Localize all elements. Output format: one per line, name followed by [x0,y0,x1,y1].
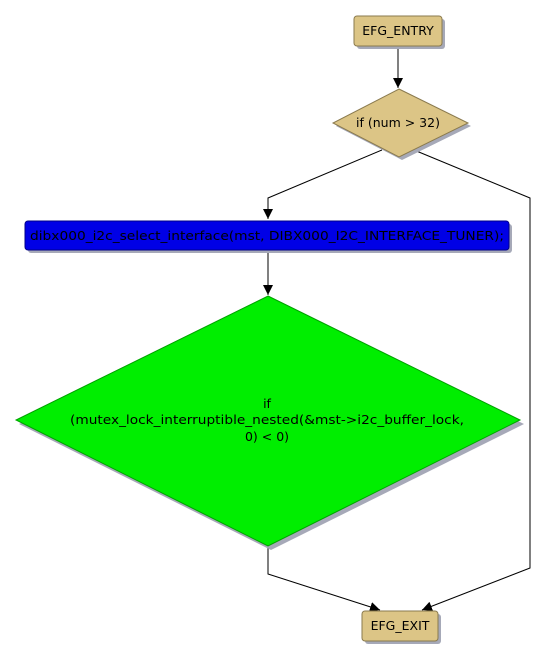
select-interface-node-label: dibx000_i2c_select_interface(mst, DIBX00… [30,228,504,243]
condition-mutex-node-diamond [14,295,522,547]
condition-mutex-node-line-3: 0) < 0) [245,429,289,444]
edge-condition-num-to-exit [413,149,531,612]
select-interface-node: dibx000_i2c_select_interface(mst, DIBX00… [24,220,512,253]
exit-node-label: EFG_EXIT [371,618,430,633]
exit-node-box [361,610,439,642]
edge-condition-mutex-to-exit [267,546,381,612]
entry-node: EFG_ENTRY [353,15,445,49]
entry-node-box [353,15,443,47]
select-interface-node-box [24,220,510,251]
condition-num-node-diamond [331,88,470,158]
entry-node-label: EFG_ENTRY [362,23,434,38]
exit-node: EFG_EXIT [361,610,441,644]
condition-mutex-node: if (mutex_lock_interruptible_nested(&mst… [14,295,524,550]
condition-num-node-label: if (num > 32) [356,115,440,130]
condition-mutex-node-line-1: if [263,396,271,411]
condition-mutex-node-line-2: (mutex_lock_interruptible_nested(&mst->i… [70,412,464,427]
edges [263,45,531,612]
edge-condition-num-to-select-interface [263,149,383,219]
condition-num-node: if (num > 32) [331,88,471,160]
